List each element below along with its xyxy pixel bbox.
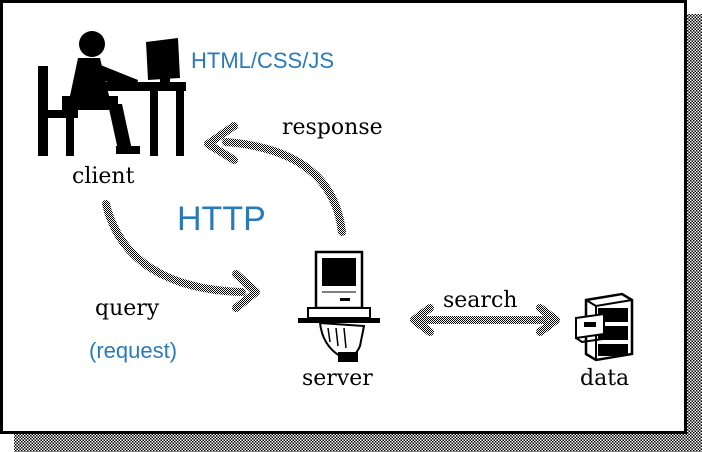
search-label: search [443,288,518,313]
query-arrow [102,200,260,312]
response-arrow [204,122,346,236]
window-shadow [14,14,702,452]
tech-stack-label: HTML/CSS/JS [191,48,335,73]
request-label: (request) [89,338,178,363]
data-label: data [580,366,630,391]
client-computer-user-icon [38,31,186,156]
data-file-cabinet-icon [575,292,634,362]
query-label: query [95,296,160,321]
server-label: server [302,366,373,391]
client-label: client [72,164,135,189]
search-arrow [410,304,560,336]
protocol-label: HTTP [177,200,266,238]
response-label: response [282,115,383,140]
server-mac-icon [298,250,380,362]
